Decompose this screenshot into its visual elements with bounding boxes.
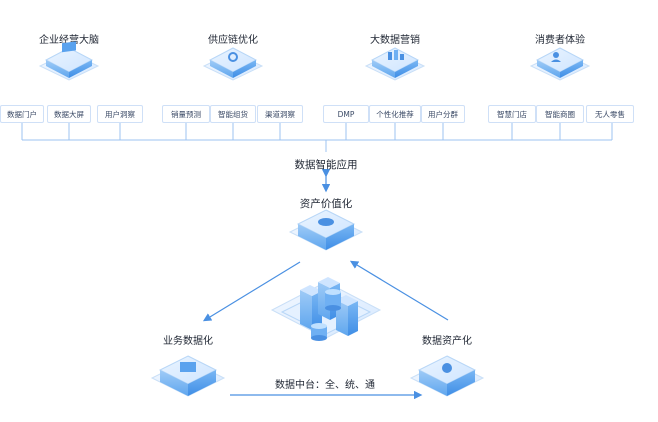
- category-title-consumer: 消费者体验: [535, 35, 585, 46]
- chip-smart-business-district[interactable]: 智能商圈: [536, 105, 584, 123]
- chip-smart-assortment[interactable]: 智能组货: [210, 105, 256, 123]
- data-asset-label: 数据资产化: [422, 336, 472, 347]
- chip-channel-insight[interactable]: 渠道洞察: [257, 105, 303, 123]
- chip-data-screen[interactable]: 数据大屏: [47, 105, 91, 123]
- marketing-icon: [364, 47, 426, 81]
- data-asset-box-icon: [409, 355, 485, 397]
- chip-dmp[interactable]: DMP: [323, 105, 369, 123]
- category-title-marketing: 大数据营销: [370, 35, 420, 46]
- asset-value-label: 资产价值化: [299, 198, 353, 210]
- asset-value-box-icon: [288, 209, 364, 251]
- middle-platform-label: 数据中台：全、统、通: [275, 380, 375, 391]
- category-title-enterprise: 企业经营大脑: [39, 35, 99, 46]
- business-data-label: 业务数据化: [163, 336, 213, 347]
- chip-data-portal[interactable]: 数据门户: [0, 105, 44, 123]
- app-label: 数据智能应用: [294, 159, 358, 171]
- chip-personalized-recommendation[interactable]: 个性化推荐: [369, 105, 421, 123]
- chip-user-segmentation[interactable]: 用户分群: [421, 105, 465, 123]
- chip-user-insight[interactable]: 用户洞察: [97, 105, 143, 123]
- category-title-supply-chain: 供应链优化: [208, 35, 258, 46]
- chip-sales-forecast[interactable]: 销量预测: [162, 105, 210, 123]
- supply-chain-icon: [202, 47, 264, 81]
- business-data-box-icon: [150, 355, 226, 397]
- consumer-icon: [529, 47, 591, 81]
- chip-smart-store[interactable]: 智慧门店: [488, 105, 536, 123]
- data-platform-icon: [270, 277, 382, 341]
- dashboard-icon: [38, 41, 100, 81]
- chip-unmanned-retail[interactable]: 无人零售: [586, 105, 634, 123]
